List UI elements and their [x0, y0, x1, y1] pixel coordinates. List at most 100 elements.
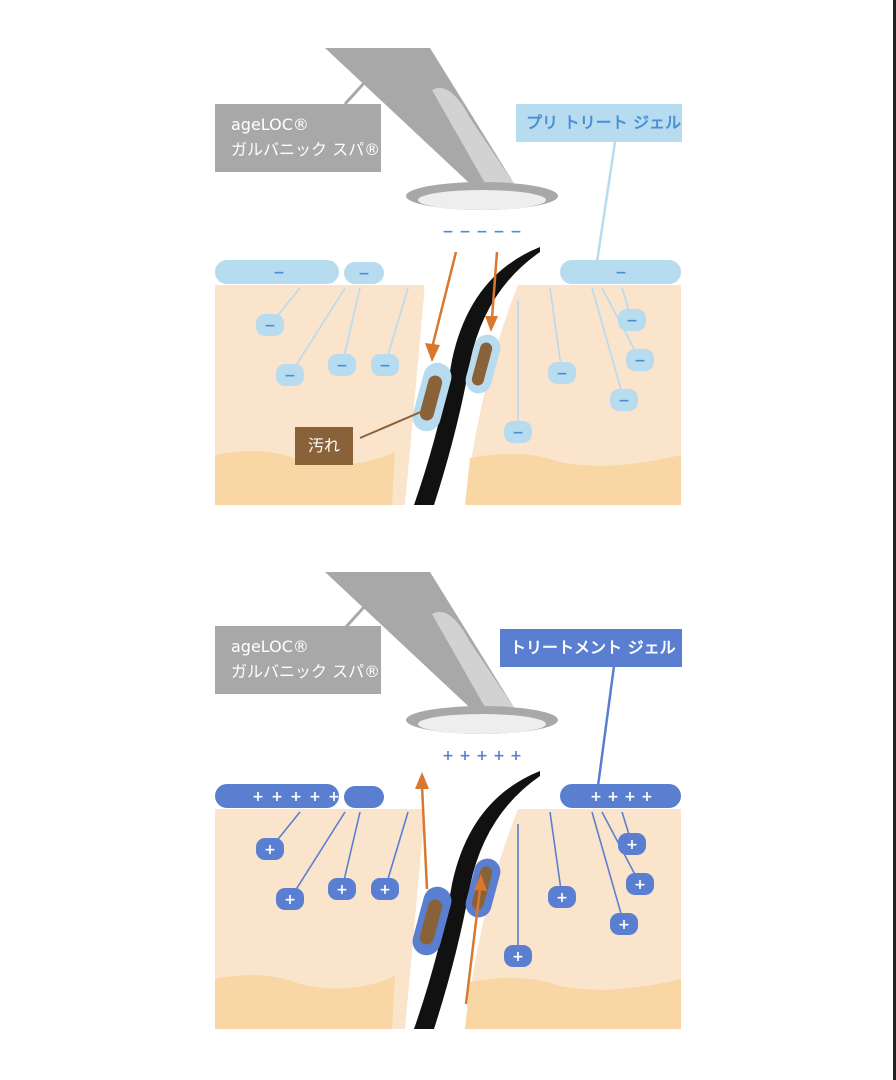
gel-bar-left: [215, 784, 339, 808]
ion-bubble: [610, 389, 638, 411]
skin-deep-right: [465, 453, 681, 505]
dirt-blob: [471, 342, 493, 386]
ion-charge-sign: +: [284, 892, 296, 908]
arrow-head: [415, 772, 429, 789]
ion-bubble: [328, 354, 356, 376]
gel-bar-left-small: [344, 262, 384, 284]
ion-charge-sign: +: [626, 837, 638, 853]
device-label-line-1: ageLOC®: [231, 115, 309, 134]
ion-link-line: [289, 811, 346, 900]
arrow-head: [485, 316, 498, 332]
ion-charge-sign: −: [264, 318, 276, 334]
ion-bubble: [610, 913, 638, 935]
probe-head-face: [418, 714, 546, 734]
page-edge: [893, 0, 896, 1080]
ion-bubble: [276, 888, 304, 910]
arrow-shaft: [430, 251, 458, 349]
arrow-head: [425, 343, 440, 362]
hair-strand: [414, 771, 540, 1029]
probe-body: [325, 48, 515, 195]
gel-label: トリートメント ジェル: [500, 629, 682, 667]
gel-bar-charge-sign: +: [290, 789, 302, 805]
ion-bubble: [618, 833, 646, 855]
ion-link-line: [289, 287, 346, 376]
ion-link-line: [549, 287, 563, 374]
ion-bubble: [276, 364, 304, 386]
ion-bubble: [504, 421, 532, 443]
probe-highlight: [432, 611, 515, 716]
gel-bar-left: [215, 260, 339, 284]
gel-bar-charge-sign: +: [641, 789, 653, 805]
skin-right: [465, 809, 681, 1029]
arrow-shaft: [420, 785, 429, 890]
ion-bubble: [626, 349, 654, 371]
probe-charge-sign: +: [493, 748, 505, 764]
ion-link-line: [591, 811, 625, 925]
ion-link-line: [384, 287, 409, 366]
ion-bubble: [626, 873, 654, 895]
probe-charge-sign: +: [476, 748, 488, 764]
skin-deep-left: [215, 975, 395, 1029]
arrow-head: [474, 874, 487, 891]
probe-charge-sign: −: [493, 224, 505, 240]
ion-charge-sign: −: [512, 425, 524, 441]
probe-leader-line: [343, 80, 367, 106]
ion-bubble: [256, 838, 284, 860]
ion-bubble: [371, 354, 399, 376]
probe-highlight: [432, 87, 515, 192]
gel-bar-charge-sign: −: [358, 266, 370, 282]
dirt-blob: [419, 899, 443, 945]
gel-bar-charge-sign: +: [590, 789, 602, 805]
ion-link-line: [384, 811, 409, 890]
ion-charge-sign: −: [626, 313, 638, 329]
ion-charge-sign: −: [556, 366, 568, 382]
ion-charge-sign: −: [379, 358, 391, 374]
device-label: ageLOC® ガルバニック スパ®: [215, 104, 381, 172]
probe-body: [325, 572, 515, 719]
probe-charge-sign: −: [476, 224, 488, 240]
probe-charge-sign: +: [510, 748, 522, 764]
probe-charge-sign: +: [442, 748, 454, 764]
gel-bar-charge-sign: +: [607, 789, 619, 805]
ion-link-line: [341, 287, 361, 366]
device-label-line-2: ガルバニック スパ®: [231, 662, 381, 681]
gel-bar-right: [560, 260, 681, 284]
ion-bubble: [504, 945, 532, 967]
probe-charge-sign: −: [510, 224, 522, 240]
gel-bar-charge-sign: +: [252, 789, 264, 805]
skin-left: [215, 809, 425, 1029]
device-label-line-2: ガルバニック スパ®: [231, 140, 381, 159]
ion-bubble: [256, 314, 284, 336]
ion-charge-sign: +: [379, 882, 391, 898]
probe-charge-sign: −: [442, 224, 454, 240]
gel-bar-charge-sign: −: [615, 265, 627, 281]
dirt-label: 汚れ: [295, 427, 353, 465]
ion-link-line: [601, 811, 641, 885]
gel-leader-line: [595, 141, 617, 263]
probe-leader-line: [343, 604, 367, 630]
ion-bubble: [328, 878, 356, 900]
skin-deep-right: [465, 977, 681, 1029]
ion-bubble: [548, 886, 576, 908]
ion-charge-sign: +: [512, 949, 524, 965]
probe-head-face: [418, 190, 546, 210]
ion-charge-sign: −: [336, 358, 348, 374]
arrow-shaft: [464, 888, 482, 1005]
gel-bar-charge-sign: +: [624, 789, 636, 805]
probe-charge-sign: +: [459, 748, 471, 764]
arrow-shaft: [490, 251, 499, 319]
dirt-leader-line: [359, 407, 431, 439]
skin-left: [215, 285, 425, 505]
gel-bar-charge-sign: +: [309, 789, 321, 805]
gel-bar-charge-sign: −: [273, 265, 285, 281]
ion-charge-sign: +: [618, 917, 630, 933]
gel-bar-left-small: [344, 786, 384, 808]
ion-link-line: [549, 811, 563, 898]
gel-bar-charge-sign: +: [271, 789, 283, 805]
hair-strand: [414, 247, 540, 505]
ion-bubble: [371, 878, 399, 900]
ion-charge-sign: −: [618, 393, 630, 409]
ion-link-line: [591, 287, 625, 401]
device-label-line-1: ageLOC®: [231, 637, 309, 656]
ion-charge-sign: +: [556, 890, 568, 906]
